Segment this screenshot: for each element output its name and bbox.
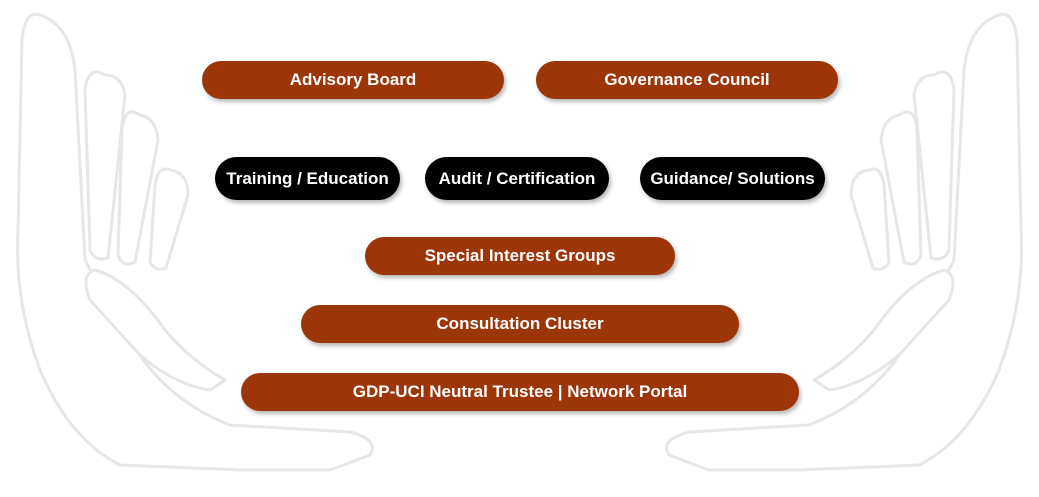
trustee-portal-label: GDP-UCI Neutral Trustee | Network Portal — [352, 382, 688, 401]
advisory-board-label: Advisory Board — [289, 70, 417, 89]
guidance-solutions-box: Guidance/ Solutions — [640, 157, 825, 200]
special-interest-groups-box: Special Interest Groups — [365, 237, 675, 275]
governance-council-label: Governance Council — [604, 70, 770, 89]
consultation-cluster-box: Consultation Cluster — [301, 305, 739, 343]
training-education-label: Training / Education — [226, 168, 389, 188]
left-hand-icon — [16, 12, 374, 472]
training-education-box: Training / Education — [215, 157, 400, 200]
governance-council-box: Governance Council — [536, 61, 838, 99]
consultation-cluster-label: Consultation Cluster — [436, 314, 604, 333]
trustee-portal-box: GDP-UCI Neutral Trustee | Network Portal — [241, 373, 799, 411]
guidance-solutions-label: Guidance/ Solutions — [650, 168, 815, 188]
audit-certification-box: Audit / Certification — [425, 157, 609, 200]
right-hand-icon — [665, 12, 1023, 472]
advisory-board-box: Advisory Board — [202, 61, 504, 99]
audit-certification-label: Audit / Certification — [438, 168, 596, 188]
special-interest-groups-label: Special Interest Groups — [424, 246, 616, 265]
